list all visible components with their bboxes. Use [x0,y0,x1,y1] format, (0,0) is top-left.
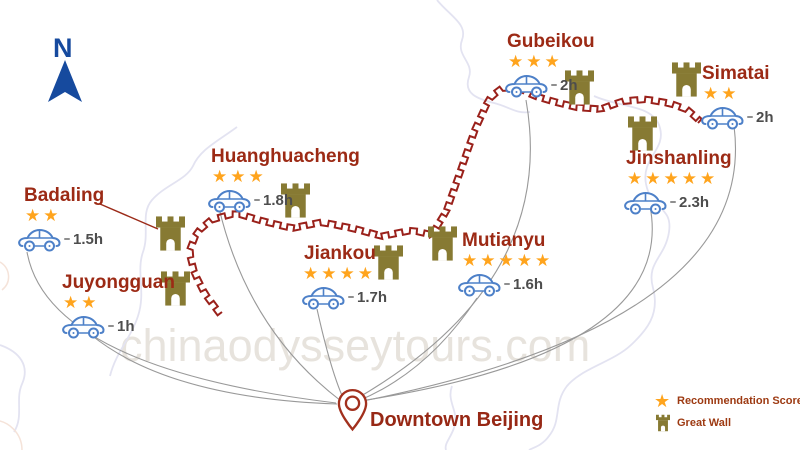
site-name: Simatai [702,63,770,84]
site-gubeikou: Gubeikou ★★★ 2h [503,32,595,99]
great-wall-tower-icon-jinshanling [628,116,657,151]
great-wall-tower-icon-huanghuacheng [281,183,310,218]
site-name: Mutianyu [462,230,546,251]
car-icon [503,71,550,99]
great-wall-tower-icon [656,414,670,432]
site-name: Jinshanling [626,148,732,169]
star-rating: ★★★★★ [627,169,719,188]
route-dash [670,201,676,203]
legend-label: Recommendation Score [677,395,800,407]
site-mutianyu: Mutianyu ★★★★★ 1.6h [456,231,553,298]
route-curve-gubeikou [355,99,531,400]
boundary-lines-beige [0,261,23,450]
route-curve-simatai [362,118,737,402]
great-wall-tower-icon-gubeikou [565,70,594,105]
great-wall-tower-icon-badaling [156,216,185,251]
car-icon [622,188,669,216]
site-name: Juyongguan [62,272,175,293]
great-wall-tower-icon-mutianyu [428,226,457,261]
star-rating: ★★ [25,206,62,225]
drive-info: 2.3h [622,188,732,216]
route-dash [64,238,70,240]
drive-time: 2h [560,76,578,94]
drive-time: 1h [117,317,135,335]
site-name: Gubeikou [507,31,595,52]
drive-info: 1h [60,312,175,340]
star-rating: ★★ [63,293,100,312]
site-huanghuacheng: Huanghuacheng ★★★ 1.8h [206,147,360,214]
legend: ★ Recommendation Score Great Wall [654,392,800,436]
boundary-lines [0,0,671,450]
star-rating: ★★ [703,84,740,103]
great-wall-tower-icon-jiankou [374,245,403,280]
route-curve-badaling [26,251,337,404]
route-dash [348,296,354,298]
route-curve-huanghuacheng [218,207,342,402]
drive-info: 1.7h [300,283,387,311]
site-simatai: Simatai ★★ 2h [699,64,774,131]
downtown-pin-icon [336,387,369,433]
car-icon [16,225,63,253]
drive-info: 1.5h [16,225,104,253]
great-wall-line [186,83,704,317]
drive-time: 1.8h [263,191,294,209]
route-dash [108,325,114,327]
star-icon: ★ [654,391,671,411]
badaling-leader-line [99,203,159,230]
car-icon [60,312,107,340]
star-rating: ★★★★★ [462,251,554,270]
drive-info: 1.6h [456,270,553,298]
downtown-label: Downtown Beijing [370,409,544,431]
car-icon [699,103,746,131]
great-wall-tower-icon-simatai [672,62,701,97]
route-dash [747,116,753,118]
drive-info: 1.8h [206,186,360,214]
route-curve-jinshanling [359,205,653,402]
drive-info: 2h [503,71,595,99]
site-badaling: Badaling ★★ 1.5h [16,186,104,253]
star-rating: ★★★★ [303,264,376,283]
site-jiankou: Jiankou ★★★★ 1.7h [300,244,387,311]
site-name: Badaling [24,185,105,206]
legend-row-recommendation: ★ Recommendation Score [654,392,800,410]
star-rating: ★★★ [508,52,563,71]
car-icon [206,186,253,214]
drive-time: 1.7h [357,288,388,306]
car-icon [300,283,347,311]
north-label: N [53,33,73,63]
legend-row-great-wall: Great Wall [654,414,800,432]
route-curves [26,99,737,405]
drive-time: 2h [756,108,774,126]
north-arrow-icon [48,60,82,102]
route-curve-juyongguan [89,333,338,405]
drive-time: 2.3h [679,193,710,211]
drive-time: 1.6h [513,275,544,293]
drive-info: 2h [699,103,774,131]
route-dash [254,199,260,201]
site-juyongguan: Juyongguan ★★ 1h [60,273,175,340]
site-name: Jiankou [304,243,376,264]
route-dash [551,84,557,86]
great-wall-tower-icon-juyongguan [161,271,190,306]
legend-label: Great Wall [677,417,731,429]
star-rating: ★★★ [212,167,267,186]
car-icon [456,270,503,298]
drive-time: 1.5h [73,230,104,248]
site-jinshanling: Jinshanling ★★★★★ 2.3h [622,149,732,216]
route-curve-mutianyu [357,297,478,402]
site-name: Huanghuacheng [211,146,360,167]
route-dash [504,283,510,285]
